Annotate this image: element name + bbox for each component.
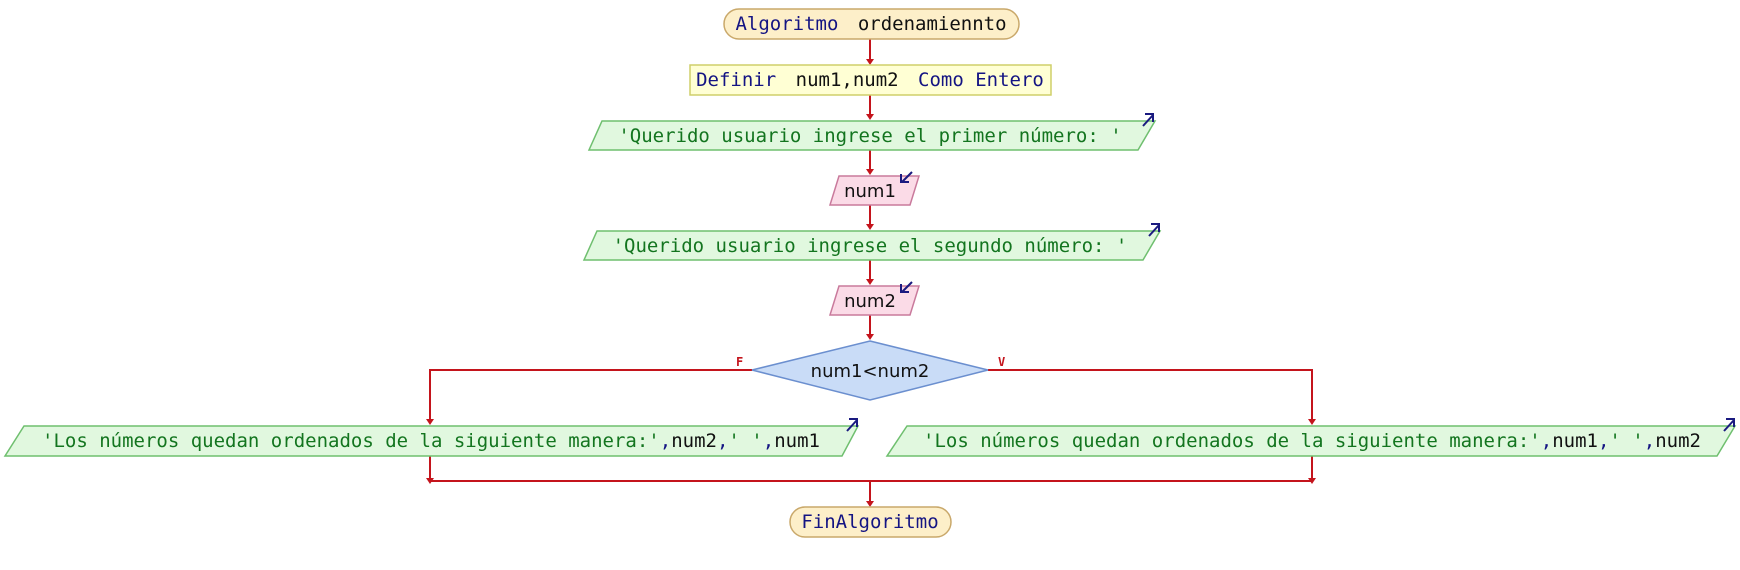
- arrowhead: [866, 114, 874, 120]
- svg-text:'Los números quedan ordenados: 'Los números quedan ordenados de la sigu…: [923, 430, 1701, 452]
- output-arrow-icon: [1723, 418, 1735, 432]
- output-arrow-icon: [846, 418, 858, 432]
- true-output-var1: num1: [1552, 430, 1598, 452]
- define-node[interactable]: Definir num1,num2 Como Entero: [689, 64, 1052, 96]
- read2-text: num2: [844, 291, 896, 312]
- decision-node[interactable]: num1<num2: [751, 340, 989, 401]
- arrowhead: [426, 419, 434, 425]
- output-arrow-icon: [1142, 113, 1154, 127]
- output-node-prompt2[interactable]: 'Querido usuario ingrese el segundo núme…: [582, 223, 1162, 261]
- true-branch-label: V: [998, 355, 1005, 369]
- input-node-num1[interactable]: num1: [828, 171, 921, 206]
- edge-decision-true: [988, 369, 1313, 420]
- algorithm-name: ordenamiennto: [858, 13, 1007, 35]
- svg-text:Definir num1,num2: Definir num1,num2 Como Entero: [696, 69, 1044, 91]
- end-node[interactable]: FinAlgoritmo: [789, 506, 952, 538]
- define-vars: num1,num2: [796, 69, 899, 91]
- true-output-space: ' ': [1609, 430, 1643, 452]
- define-keyword: Definir: [696, 69, 776, 91]
- output-node-false[interactable]: 'Los números quedan ordenados de la sigu…: [3, 418, 860, 457]
- prompt2-text: 'Querido usuario ingrese el segundo núme…: [613, 235, 1128, 257]
- arrowhead: [866, 59, 874, 65]
- input-node-num2[interactable]: num2: [828, 281, 921, 316]
- start-keyword: Algoritmo: [735, 13, 838, 35]
- input-arrow-icon: [900, 281, 913, 293]
- edge-decision-false: [429, 369, 752, 420]
- false-output-var1: num2: [671, 430, 717, 452]
- arrowhead: [1308, 419, 1316, 425]
- arrowhead: [866, 501, 874, 507]
- arrowhead: [866, 224, 874, 230]
- end-keyword: FinAlgoritmo: [801, 511, 938, 533]
- false-output-space: ' ': [728, 430, 762, 452]
- prompt1-text: 'Querido usuario ingrese el primer númer…: [618, 125, 1121, 147]
- output-arrow-icon: [1148, 223, 1160, 237]
- separator: ,: [1644, 430, 1655, 452]
- separator: ,: [660, 430, 671, 452]
- separator: ,: [1541, 430, 1552, 452]
- separator: ,: [1598, 430, 1609, 452]
- arrowhead: [866, 169, 874, 175]
- true-output-string: 'Los números quedan ordenados de la sigu…: [923, 430, 1541, 452]
- define-type: Como Entero: [918, 69, 1044, 91]
- true-output-var2: num2: [1655, 430, 1701, 452]
- read1-text: num1: [844, 181, 896, 202]
- svg-text:Algoritmo ordenamiennto: Algoritmo ordenamiennto: [735, 13, 1006, 35]
- start-node[interactable]: Algoritmo ordenamiennto: [723, 8, 1020, 40]
- input-arrow-icon: [900, 171, 913, 183]
- svg-text:'Los números quedan ordenados: 'Los números quedan ordenados de la sigu…: [42, 430, 820, 452]
- false-output-string: 'Los números quedan ordenados de la sigu…: [42, 430, 660, 452]
- false-output-var2: num1: [774, 430, 820, 452]
- output-node-true[interactable]: 'Los números quedan ordenados de la sigu…: [885, 418, 1737, 457]
- false-branch-label: F: [736, 355, 743, 369]
- separator: ,: [763, 430, 774, 452]
- separator: ,: [717, 430, 728, 452]
- flow-edges: [426, 38, 1316, 507]
- output-node-prompt1[interactable]: 'Querido usuario ingrese el primer númer…: [587, 113, 1157, 151]
- decision-text: num1<num2: [811, 361, 930, 382]
- arrowhead: [866, 334, 874, 340]
- arrowhead: [866, 279, 874, 285]
